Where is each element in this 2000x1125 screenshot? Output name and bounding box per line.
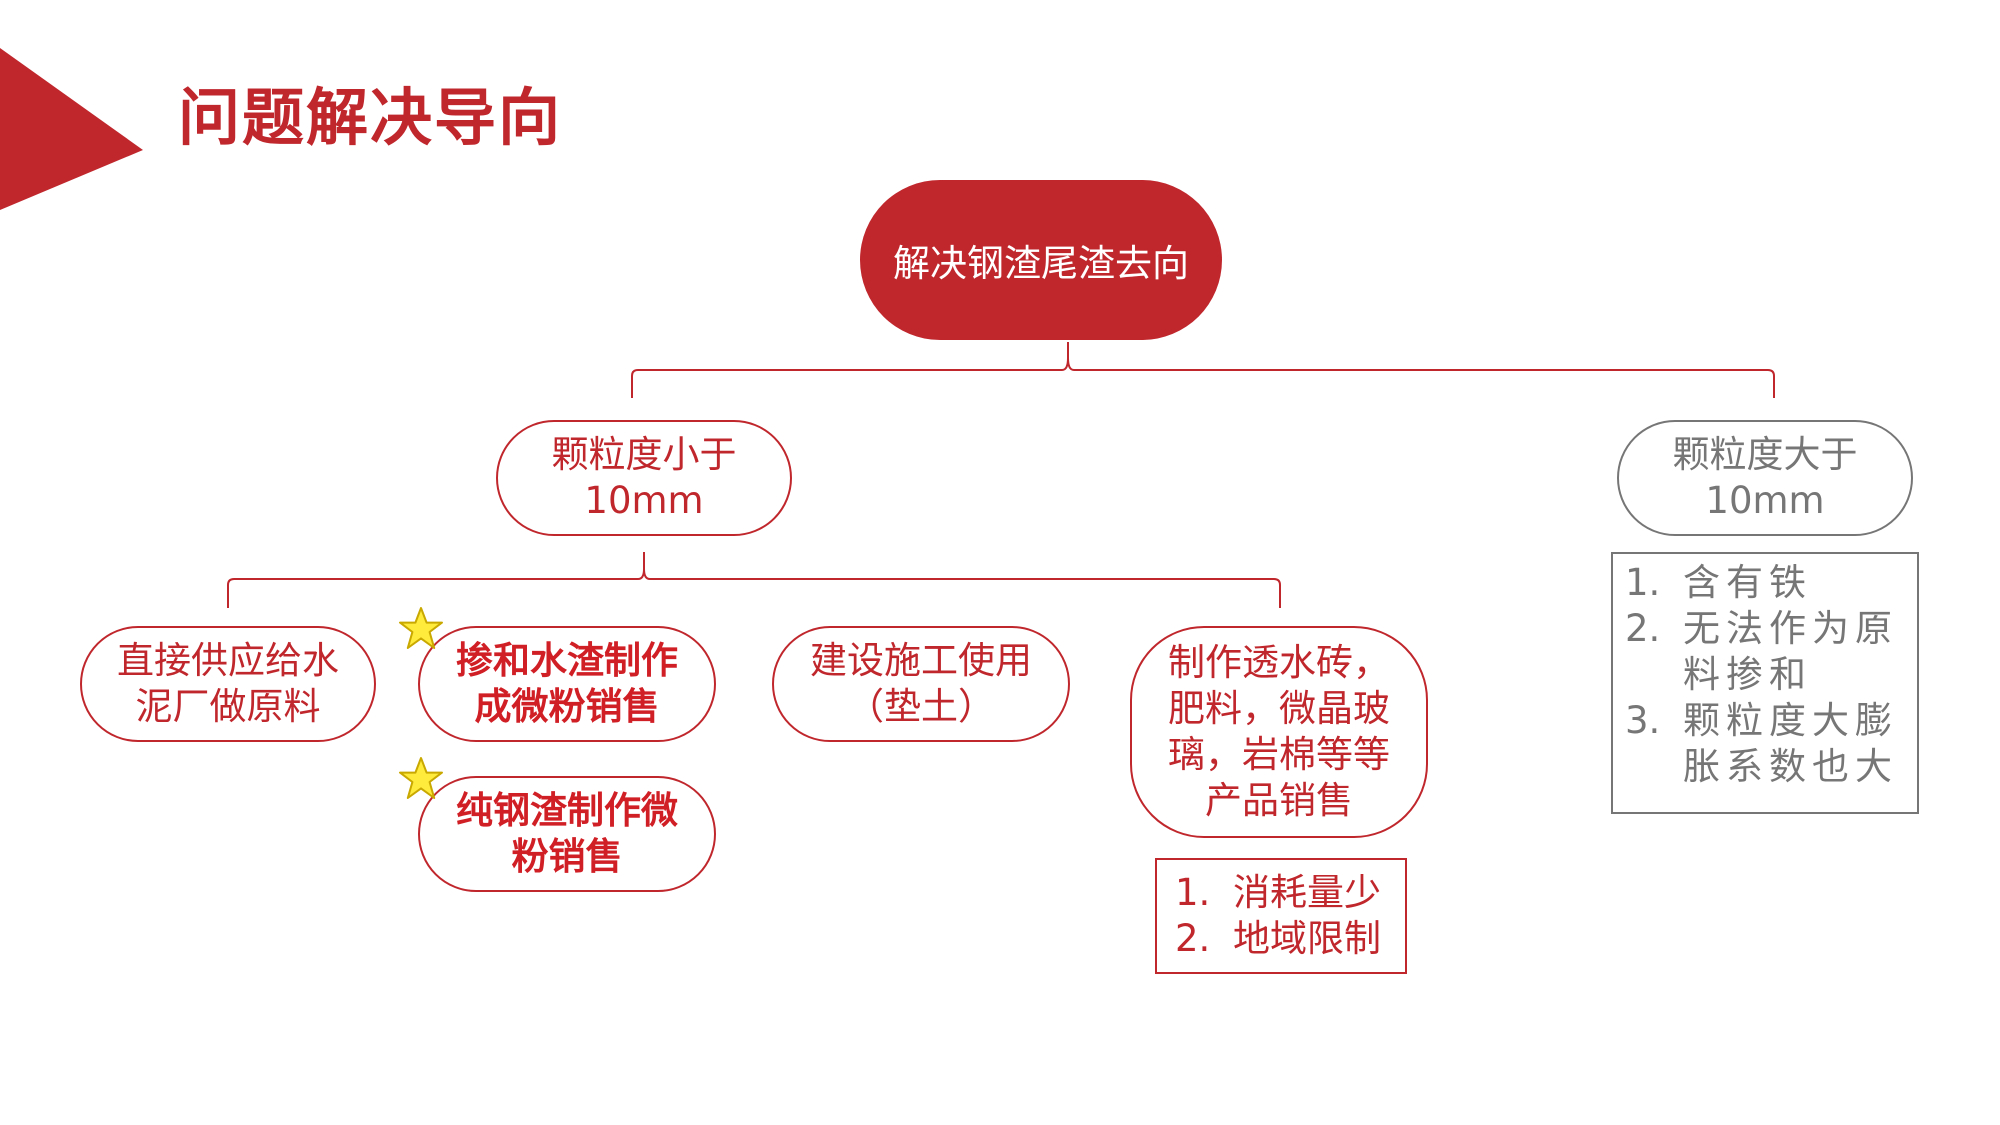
leaf-pure-powder-line1: 纯钢渣制作微 [456,789,678,832]
corner-triangle-decoration [0,48,143,210]
leaf-construction-line1: 建设施工使用 [810,639,1032,682]
leaf-construction-node: 建设施工使用 （垫土） [772,626,1070,742]
note-num: 1. [1625,561,1661,604]
leaf-construction-line2: （垫土） [847,685,995,728]
note-text: 无法作为原料掺和 [1683,607,1898,696]
root-bracket [631,342,1775,398]
branch-large-notes: 1. 含有铁 2. 无法作为原料掺和 3. 颗粒度大膨胀系数也大 [1611,552,1919,814]
root-node: 解决钢渣尾渣去向 [860,180,1222,340]
leaf-slag-powder-line2: 成微粉销售 [474,685,660,728]
note-item: 2. 无法作为原料掺和 [1625,606,1903,698]
leaf-products-line2: 肥料，微晶玻 [1168,687,1390,730]
note-num: 1. [1175,871,1211,914]
note-item: 1. 消耗量少 [1175,870,1405,916]
branch-large-node: 颗粒度大于 10mm [1617,420,1913,536]
note-num: 2. [1625,607,1661,650]
branch-large-line2: 10mm [1705,479,1825,522]
page-title: 问题解决导向 [178,81,563,154]
leaf-pure-powder-line2: 粉销售 [511,835,623,878]
branch-large-line1: 颗粒度大于 [1672,433,1858,476]
branch-bracket [227,552,1281,608]
leaf-cement-line1: 直接供应给水 [117,639,339,682]
note-item: 3. 颗粒度大膨胀系数也大 [1625,698,1903,790]
star-icon [399,757,443,799]
star-icon [399,607,443,649]
branch-small-node: 颗粒度小于 10mm [496,420,792,536]
note-text: 含有铁 [1683,561,1812,604]
leaf-pure-powder-node: 纯钢渣制作微 粉销售 [418,776,716,892]
leaf-cement-line2: 泥厂做原料 [135,685,321,728]
note-num: 3. [1625,699,1661,742]
leaf-products-line4: 产品销售 [1205,779,1353,822]
note-text: 消耗量少 [1233,871,1381,914]
note-text: 颗粒度大膨胀系数也大 [1683,699,1898,788]
leaf-products-node: 制作透水砖， 肥料，微晶玻 璃，岩棉等等 产品销售 [1130,626,1428,838]
leaf-cement-node: 直接供应给水 泥厂做原料 [80,626,376,742]
leaf-slag-powder-node: 掺和水渣制作 成微粉销售 [418,626,716,742]
note-num: 2. [1175,917,1211,960]
note-item: 2. 地域限制 [1175,916,1405,962]
leaf-products-line1: 制作透水砖， [1168,641,1390,684]
leaf-products-notes: 1. 消耗量少 2. 地域限制 [1155,858,1407,974]
leaf-slag-powder-line1: 掺和水渣制作 [456,639,678,682]
note-item: 1. 含有铁 [1625,560,1903,606]
leaf-products-line3: 璃，岩棉等等 [1168,733,1390,776]
branch-small-line1: 颗粒度小于 [551,433,737,476]
branch-small-line2: 10mm [584,479,704,522]
note-text: 地域限制 [1233,917,1381,960]
